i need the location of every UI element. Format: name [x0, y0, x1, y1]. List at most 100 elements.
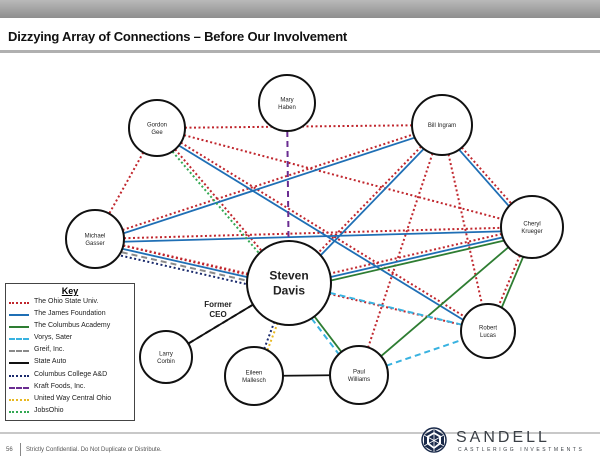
- edge-eileen-steven: [266, 323, 279, 351]
- legend-swatch: [9, 374, 29, 377]
- edge-paul-robert: [386, 338, 463, 367]
- node-circle: [65, 209, 125, 269]
- legend-swatch: [9, 410, 29, 413]
- legend-item: Kraft Foods, Inc.: [6, 382, 134, 394]
- confidential-notice: Strictly Confidential. Do Not Duplicate …: [26, 447, 162, 453]
- edge-gordon-cheryl: [183, 134, 503, 221]
- edge-robert-cheryl: [500, 256, 524, 308]
- node-label: Bill Ingram: [428, 123, 456, 129]
- legend-swatch: [9, 398, 29, 401]
- edge-steven-cheryl: [331, 239, 504, 282]
- legend-item: Columbus College A&D: [6, 370, 134, 382]
- legend-swatch: [9, 350, 29, 353]
- legend-label: The Columbus Academy: [34, 322, 111, 330]
- former-ceo-link: [187, 303, 254, 345]
- edge-gordon-robert: [178, 144, 464, 321]
- edge-michael-steven: [121, 251, 247, 282]
- legend-swatch: [9, 386, 29, 389]
- edge-michael-bill: [123, 136, 415, 235]
- edge-gordon-robert: [180, 141, 466, 318]
- legend-item: State Auto: [6, 357, 134, 369]
- edge-steven-bill: [320, 148, 425, 256]
- legend-label: Greif, Inc.: [34, 346, 65, 354]
- legend-title: Key: [61, 286, 79, 296]
- edge-paul-cheryl: [380, 246, 510, 357]
- page-number: 56: [6, 447, 13, 453]
- sandell-logo: SANDELL CASTLERIGG INVESTMENTS: [416, 426, 596, 456]
- legend-item: The Ohio State Univ.: [6, 297, 134, 309]
- edge-michael-bill: [122, 133, 414, 231]
- edge-steven-cheryl: [330, 236, 503, 278]
- legend-item: JobsOhio: [6, 406, 134, 418]
- top-banner: [0, 0, 600, 18]
- legend-label: The James Foundation: [34, 310, 106, 318]
- edge-bill-cheryl: [461, 146, 513, 205]
- node-circle: [258, 74, 316, 132]
- edge-bill-robert: [447, 154, 484, 305]
- legend-label: State Auto: [34, 358, 67, 366]
- edge-michael-steven: [120, 254, 246, 285]
- title-divider: [0, 50, 600, 53]
- edge-bill-steven: [317, 145, 422, 254]
- edge-michael-steven: [122, 247, 248, 279]
- legend-label: Vorys, Sater: [34, 334, 73, 342]
- edge-michael-robert: [123, 244, 462, 326]
- edge-steven-robert: [329, 291, 462, 326]
- node-circle: [411, 94, 473, 156]
- logo-subtitle: CASTLERIGG INVESTMENTS: [458, 447, 585, 453]
- edge-bill-paul: [367, 153, 434, 348]
- edge-mary-steven: [286, 130, 290, 242]
- node-circle: [460, 303, 516, 359]
- footer-separator: [20, 443, 21, 456]
- legend-item: United Way Central Ohio: [6, 394, 134, 406]
- edge-cheryl-robert: [497, 255, 521, 307]
- node-circle: [128, 99, 186, 157]
- legend-swatch: [9, 302, 29, 304]
- legend-swatch: [9, 338, 29, 341]
- legend-label: United Way Central Ohio: [34, 394, 112, 402]
- legend-label: Columbus College A&D: [34, 370, 108, 378]
- edge-gordon-michael: [108, 151, 145, 215]
- legend-item: Greif, Inc.: [6, 345, 134, 357]
- edge-steven-paul: [310, 317, 340, 355]
- legend-swatch: [9, 362, 29, 365]
- legend-swatch: [9, 314, 29, 317]
- legend-label: Kraft Foods, Inc.: [34, 382, 86, 390]
- legend-label: The Ohio State Univ.: [34, 298, 99, 305]
- node-circle: [500, 195, 564, 259]
- logo-wordmark: SANDELL: [456, 429, 550, 446]
- legend-item: Vorys, Sater: [6, 333, 134, 345]
- node-bill: Bill Ingram: [411, 94, 473, 156]
- legend-item: The James Foundation: [6, 309, 134, 321]
- logo-globe-icon: [421, 427, 447, 453]
- footer-divider: [0, 432, 600, 434]
- node-circle: [139, 330, 193, 384]
- node-circle: [246, 240, 332, 326]
- legend: Key The Ohio State Univ. The James Founda…: [5, 283, 135, 421]
- legend-item: The Columbus Academy: [6, 321, 134, 333]
- node-circle: [224, 346, 284, 406]
- edge-michael-steven: [123, 244, 249, 275]
